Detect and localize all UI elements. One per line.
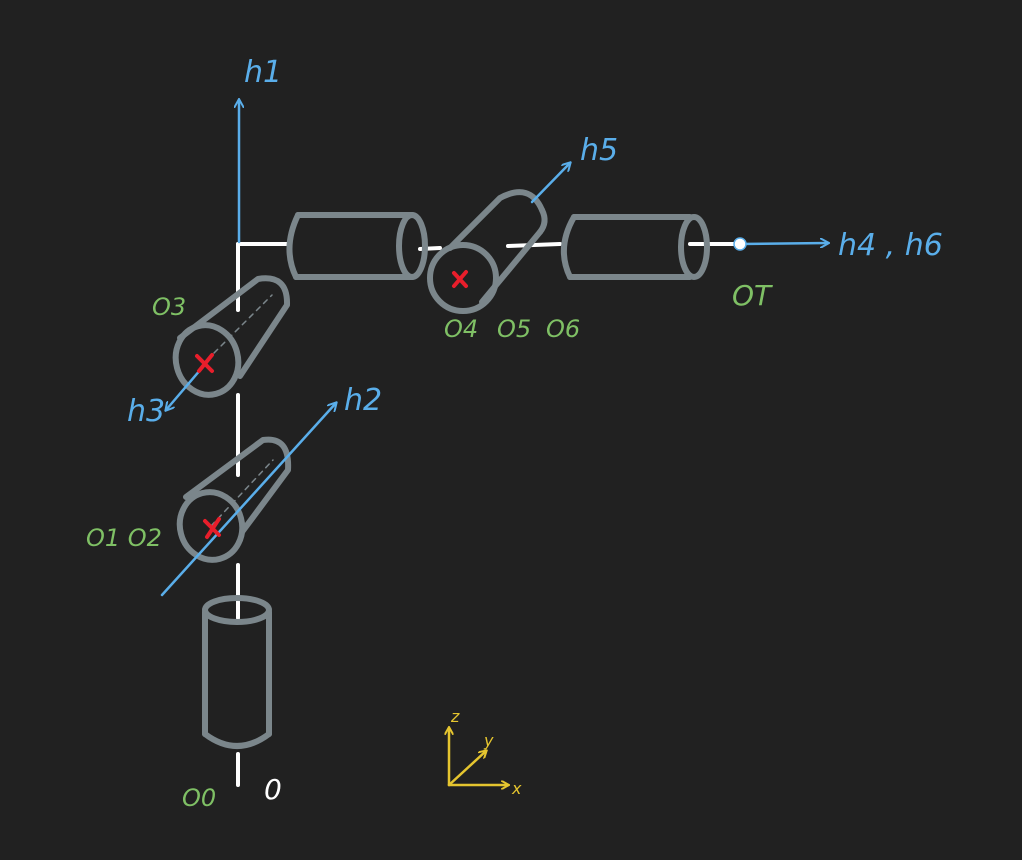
joint-2-cylinder [176,436,292,563]
label-o5: O5 [497,315,531,343]
world-axis-y [447,751,486,787]
label-world-x: x [511,779,522,798]
joint-2-mark [203,517,221,539]
joint-4-mark [452,270,468,288]
wrist-link [506,242,562,248]
joint-marks [195,270,468,539]
axis-h4-h6 [738,243,828,244]
joint-axes [160,100,828,597]
axis-h2 [160,403,336,597]
label-h4-h6: h4 , h6 [838,228,943,263]
label-world-z: z [450,707,460,726]
world-axes [449,728,508,785]
label-h5: h5 [580,133,618,168]
wrist-cylinder [427,189,548,314]
label-h1: h1 [244,55,282,90]
label-o0: O0 [182,784,216,812]
base-cylinder [202,595,272,749]
joint-3-mark [195,353,214,373]
label-h3: h3 [127,394,165,429]
label-world-y: y [483,731,494,750]
label-o1-o2: O1 O2 [86,524,162,552]
label-h2: h2 [344,383,382,418]
joint-3-cylinder [172,275,291,398]
arm-links [236,242,736,787]
link-3-cylinder [286,212,428,280]
arm-bodies [172,189,710,749]
axis-h5 [530,163,570,204]
tool-center-point [733,237,747,251]
label-o6: O6 [546,315,580,343]
label-o3: O3 [152,293,186,321]
label-base-frame: 0 [264,773,282,806]
label-o4: O4 [444,315,478,343]
tool-cylinder [560,214,710,280]
label-ot: OT [732,279,773,312]
